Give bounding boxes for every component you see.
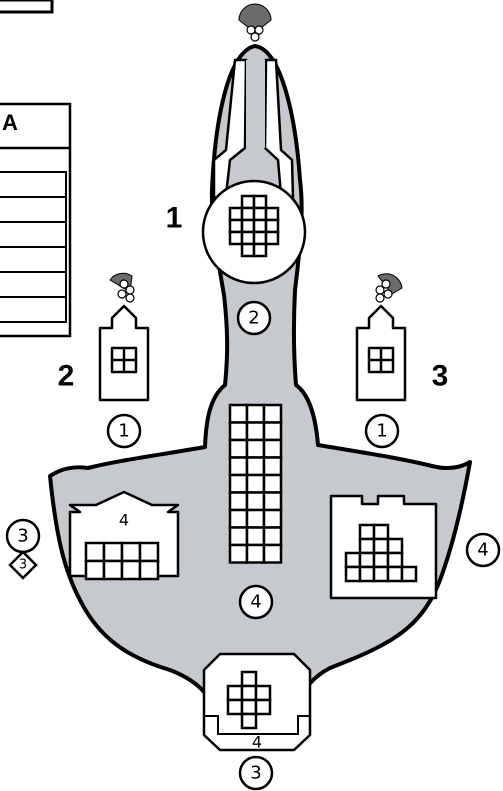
left-wing-room-grid — [86, 543, 158, 579]
svg-text:2: 2 — [248, 308, 259, 329]
right-wing-capacity-badge: 4 — [467, 534, 499, 566]
table-row — [0, 197, 66, 222]
cannon-icon — [110, 273, 134, 302]
left-wing-room-top-value: 4 — [119, 511, 129, 530]
corridor-cell[interactable] — [264, 440, 281, 458]
corridor-cell[interactable] — [230, 423, 247, 441]
corridor-cell[interactable] — [264, 528, 281, 546]
nose-room-label: 1 — [166, 202, 183, 235]
corridor-cell[interactable] — [247, 475, 264, 493]
cannon-icon — [376, 274, 402, 302]
corridor-cell[interactable] — [264, 458, 281, 476]
corridor-cell[interactable] — [230, 545, 247, 563]
corridor-cell[interactable] — [264, 493, 281, 511]
svg-text:4: 4 — [477, 540, 488, 561]
central-corridor-capacity-badge: 4 — [240, 586, 272, 618]
svg-text:3: 3 — [250, 763, 261, 784]
corridor-cell[interactable] — [247, 510, 264, 528]
corridor-cell[interactable] — [230, 440, 247, 458]
reference-table: A — [0, 0, 70, 336]
corridor-cell[interactable] — [247, 545, 264, 563]
right-pod-capacity-badge: 1 — [366, 415, 398, 447]
table-rows — [0, 172, 66, 322]
svg-text:4: 4 — [250, 592, 261, 613]
table-row — [0, 297, 66, 322]
corridor-cell[interactable] — [247, 423, 264, 441]
nose-room-capacity-badge: 2 — [238, 302, 270, 334]
tail-room-capacity-badge: 3 — [240, 757, 272, 789]
corridor-cell[interactable] — [264, 510, 281, 528]
left-pod-label: 2 — [58, 360, 75, 393]
corridor-cell[interactable] — [247, 458, 264, 476]
right-wing-room[interactable] — [331, 496, 436, 598]
svg-text:1: 1 — [376, 421, 387, 442]
svg-text:1: 1 — [118, 421, 129, 442]
corridor-cell[interactable] — [230, 475, 247, 493]
corridor-cell[interactable] — [247, 528, 264, 546]
table-row — [0, 272, 66, 297]
central-corridor-grid[interactable] — [230, 405, 281, 563]
left-wing-room[interactable]: 4 — [70, 492, 178, 579]
corridor-cell[interactable] — [264, 423, 281, 441]
tail-room-inner-value: 4 — [252, 733, 262, 752]
cannon-icon — [239, 4, 271, 41]
table-header: A — [2, 110, 18, 135]
corridor-cell[interactable] — [264, 475, 281, 493]
corridor-cell[interactable] — [247, 493, 264, 511]
table-row — [0, 247, 66, 272]
table-row — [0, 172, 66, 197]
left-wing-diamond-badge: 3 — [10, 552, 36, 578]
corridor-cell[interactable] — [264, 405, 281, 423]
corridor-cell[interactable] — [230, 528, 247, 546]
left-wing-capacity-badge: 3 — [7, 520, 39, 552]
corridor-cell[interactable] — [264, 545, 281, 563]
corridor-cell[interactable] — [247, 440, 264, 458]
svg-text:3: 3 — [19, 558, 27, 573]
corridor-cell[interactable] — [247, 405, 264, 423]
table-row — [0, 222, 66, 247]
left-pod-capacity-badge: 1 — [108, 415, 140, 447]
corridor-cell[interactable] — [230, 493, 247, 511]
right-pod-label: 3 — [432, 360, 449, 393]
corridor-cell[interactable] — [230, 458, 247, 476]
tail-room[interactable]: 4 — [204, 654, 310, 752]
left-pod[interactable] — [100, 306, 148, 400]
corridor-cell[interactable] — [230, 510, 247, 528]
corridor-cell[interactable] — [230, 405, 247, 423]
right-pod[interactable] — [357, 306, 405, 400]
svg-text:3: 3 — [17, 526, 28, 547]
nose-room[interactable] — [203, 181, 305, 283]
